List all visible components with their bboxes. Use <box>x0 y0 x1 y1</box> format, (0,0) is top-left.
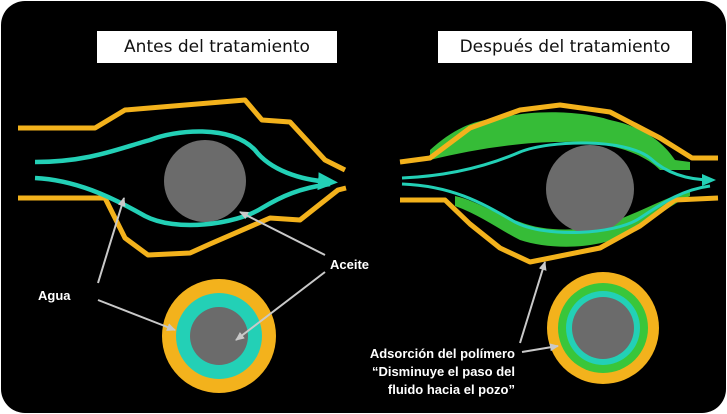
label-adsorcion: Adsorción del polímero “Disminuye el pas… <box>370 345 515 399</box>
cross-section-before <box>162 279 276 393</box>
label-agua: Agua <box>38 287 71 305</box>
cross-section-after <box>547 272 659 384</box>
label-adsorcion-line-3: fluido hacia el pozo” <box>370 381 515 399</box>
label-adsorcion-line-2: “Disminuye el paso del <box>370 363 515 381</box>
title-before-treatment: Antes del tratamiento <box>97 31 337 63</box>
label-adsorcion-line-1: Adsorción del polímero <box>370 345 515 363</box>
cross-section-oil-before <box>190 307 248 365</box>
oil-grain-after <box>546 145 634 233</box>
cross-section-oil-after <box>572 297 634 359</box>
label-aceite: Aceite <box>330 256 369 274</box>
title-after-treatment: Después del tratamiento <box>438 31 692 63</box>
oil-grain-before <box>164 140 246 222</box>
